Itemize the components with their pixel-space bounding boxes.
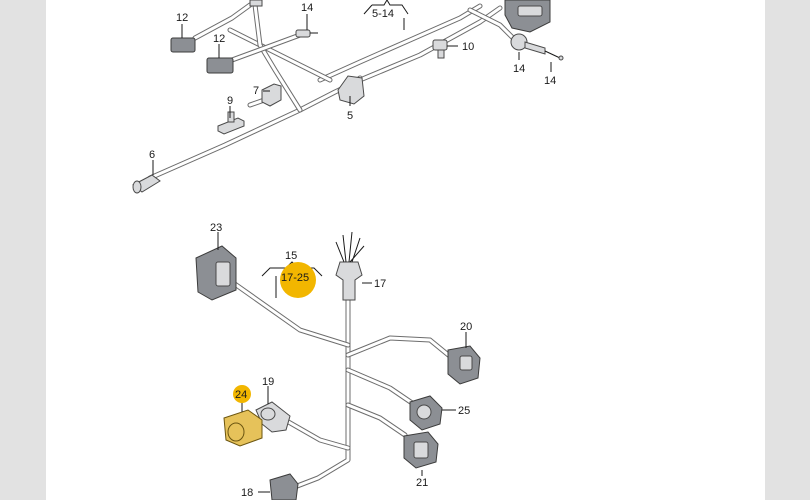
callout-range-bottom: 17-25: [281, 272, 309, 284]
connector-23: [195, 245, 237, 301]
grommet-5: [337, 75, 365, 105]
clip-9: [217, 111, 245, 135]
callout-12a: 12: [176, 12, 188, 24]
callout-9: 9: [227, 95, 233, 107]
callout-25: 25: [458, 405, 470, 417]
pin-terminal-14a: [295, 29, 318, 38]
bottom-harness: 23 15 17-25 17 20 24 19 25 18 21: [195, 222, 481, 500]
callout-20: 20: [460, 321, 472, 333]
grommet-17: [335, 231, 365, 301]
callout-5: 5: [347, 110, 353, 122]
diagram-sheet: [46, 0, 765, 500]
callout-14c: 14: [544, 75, 556, 87]
sensor-6: [132, 174, 161, 194]
callout-7: 7: [253, 85, 259, 97]
clip-10: [432, 39, 448, 59]
callout-24: 24: [235, 389, 247, 401]
callout-14b: 14: [513, 63, 525, 75]
bracket-7: [261, 83, 282, 107]
callout-12b: 12: [213, 33, 225, 45]
connector-12a: [170, 37, 196, 53]
connector-24-highlighted: [223, 409, 263, 447]
connector-top-right: [504, 0, 551, 33]
connector-20: [447, 345, 481, 385]
callout-17: 17: [374, 278, 386, 290]
sensor-14c: [510, 33, 564, 61]
callout-15: 15: [285, 250, 297, 262]
callout-14a: 14: [301, 2, 313, 14]
callout-6: 6: [149, 149, 155, 161]
connector-21: [403, 431, 439, 469]
connector-18: [269, 473, 299, 500]
callout-range-top: 5-14: [372, 8, 394, 20]
highlight-17-25: [280, 262, 316, 298]
connector-25: [409, 395, 443, 431]
callout-23: 23: [210, 222, 222, 234]
callout-18: 18: [241, 487, 253, 499]
connector-12b: [206, 57, 234, 74]
callout-10: 10: [462, 41, 474, 53]
highlight-24: [233, 385, 251, 403]
top-harness: 12 12 14 5-14 10 7 9 5 6 14 14: [132, 0, 564, 194]
callout-21: 21: [416, 477, 428, 489]
clip-top: [249, 0, 263, 7]
callout-19: 19: [262, 376, 274, 388]
